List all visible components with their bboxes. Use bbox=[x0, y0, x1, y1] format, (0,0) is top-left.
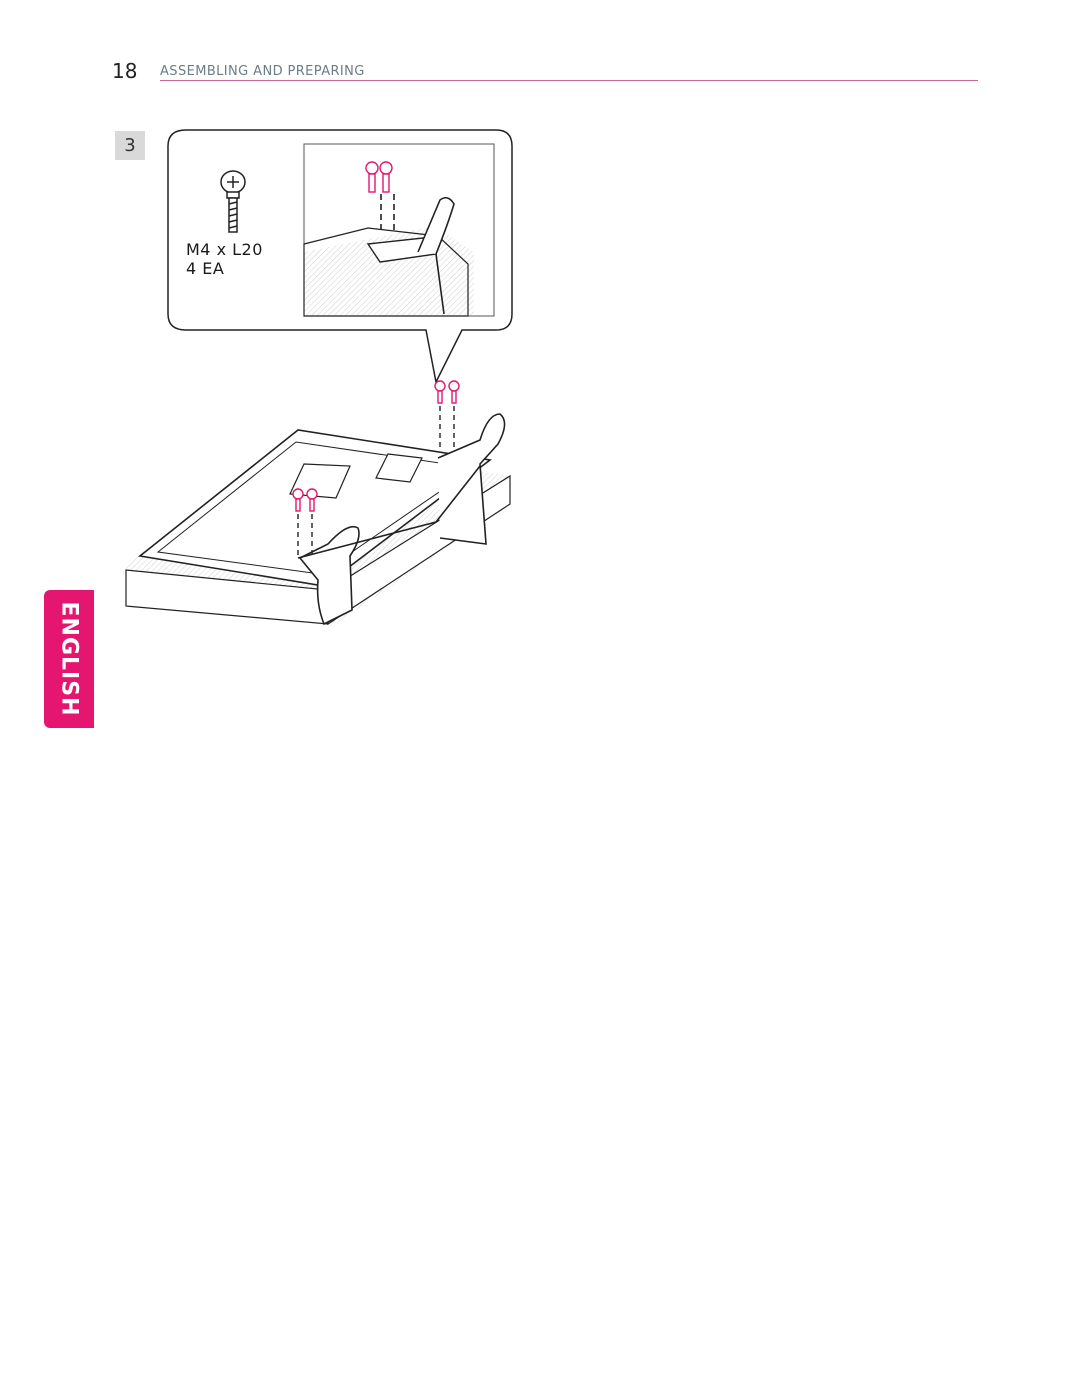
header-rule bbox=[160, 80, 978, 81]
page-header: 18 ASSEMBLING AND PREPARING bbox=[112, 58, 978, 84]
screw-icon bbox=[220, 170, 246, 233]
screw-guide-lines bbox=[297, 406, 455, 558]
language-tab: ENGLISH bbox=[44, 590, 94, 728]
page-number: 18 bbox=[112, 59, 138, 83]
tv-body bbox=[125, 429, 511, 626]
step-number-badge: 3 bbox=[115, 131, 145, 160]
section-title: ASSEMBLING AND PREPARING bbox=[160, 64, 365, 79]
stand-screws bbox=[292, 380, 460, 512]
screw-quantity-label: 4 EA bbox=[186, 259, 225, 278]
stand-assembly-illustration bbox=[125, 129, 513, 626]
stand-legs bbox=[297, 413, 506, 626]
screw-spec: M4 x L20 4 EA bbox=[186, 240, 263, 278]
screw-size-label: M4 x L20 bbox=[186, 240, 263, 259]
language-tab-label: ENGLISH bbox=[56, 601, 82, 717]
detail-inset bbox=[303, 143, 495, 317]
